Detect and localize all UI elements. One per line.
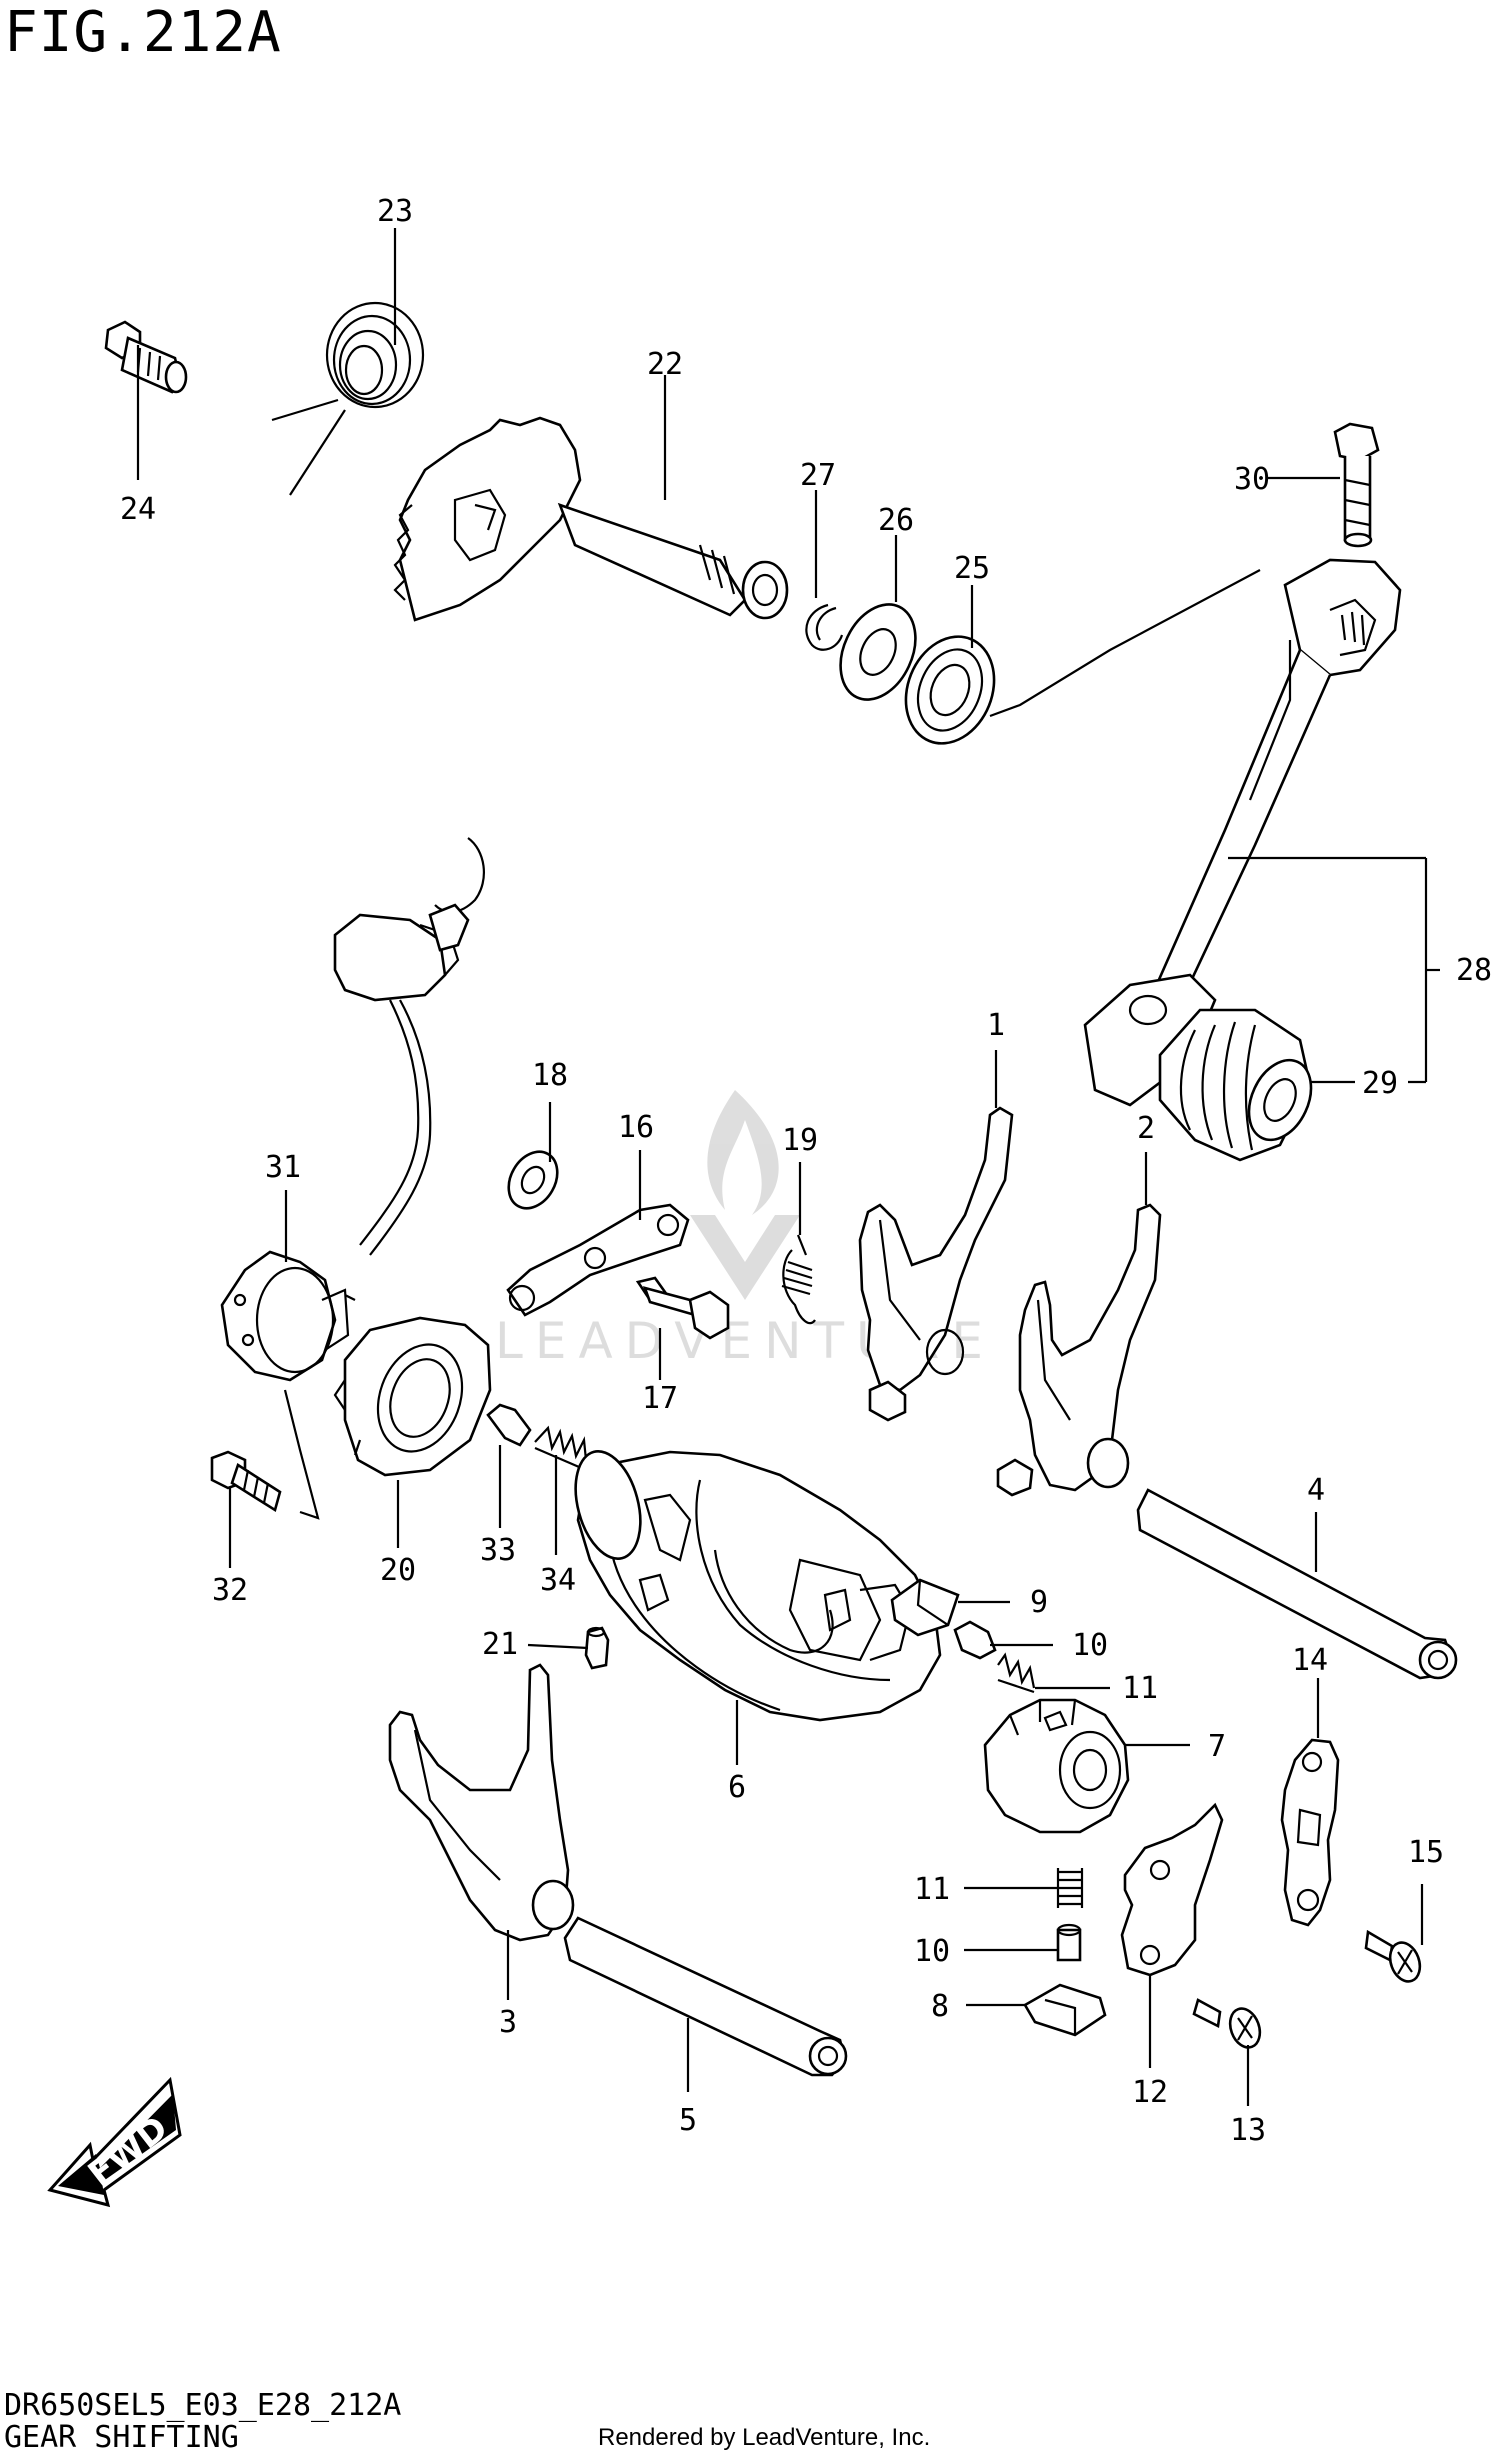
part-13-screw [1192, 1998, 1262, 2049]
part-17-bolt [635, 1276, 730, 1340]
shaft-center-line [989, 569, 1261, 718]
part-32-bolt [210, 1450, 282, 1513]
callout-29: 29 [1362, 1066, 1398, 1101]
part-18-washer [507, 1150, 559, 1210]
part-26-washer [839, 603, 917, 701]
part-8-pawl-guide-plate [1023, 1983, 1107, 2037]
part-25-oil-seal [904, 635, 996, 745]
callout-17: 17 [642, 1381, 678, 1416]
callout-30: 30 [1234, 462, 1270, 497]
callout-28: 28 [1456, 953, 1492, 988]
callout-8: 8 [931, 1989, 949, 2024]
callout-numbers: 1 2 3 4 5 6 7 8 9 10 10 11 11 12 13 14 1… [120, 194, 1492, 2148]
part-2-shift-fork [996, 1203, 1162, 1497]
callout-15: 15 [1408, 1835, 1444, 1870]
part-10-pin-upper [953, 1620, 997, 1660]
callout-25: 25 [954, 551, 990, 586]
part-22-gearshift-shaft [393, 416, 789, 622]
fwd-direction-badge: FWD [47, 2076, 182, 2208]
callout-4: 4 [1307, 1473, 1325, 1508]
part-11-spring-lower [1056, 1868, 1084, 1908]
part-4-fork-shaft [1136, 1488, 1458, 1680]
part-9-cam-stopper-plate [890, 1578, 960, 1637]
callout-31: 31 [265, 1150, 301, 1185]
callout-10-lower: 10 [914, 1934, 950, 1969]
callout-32: 32 [212, 1573, 248, 1608]
sensor-leader-dashed [283, 1389, 320, 1520]
part-23-spring [271, 301, 425, 496]
callout-16: 16 [618, 1110, 654, 1145]
part-28-gearshift-lever [1083, 558, 1402, 1107]
part-10-pin-lower [1056, 1923, 1082, 1962]
part-29-rubber [1158, 1008, 1313, 1162]
render-credit: Rendered by LeadVenture, Inc. [598, 2424, 931, 2451]
callout-9: 9 [1030, 1585, 1048, 1620]
part-27-circlip [805, 603, 844, 651]
callout-27: 27 [800, 458, 836, 493]
callout-1: 1 [987, 1008, 1005, 1043]
part-7-cam-drive-gear [983, 1698, 1130, 1834]
callout-13: 13 [1230, 2113, 1266, 2148]
callout-3: 3 [499, 2005, 517, 2040]
part-3-shift-fork [388, 1663, 575, 1942]
callout-5: 5 [679, 2103, 697, 2138]
part-16-stopper-arm [506, 1203, 690, 1317]
part-6-gearshift-cam [574, 1450, 942, 1722]
callout-26: 26 [878, 503, 914, 538]
callout-19: 19 [782, 1123, 818, 1158]
part-11-spring-upper [997, 1652, 1036, 1694]
callout-6: 6 [728, 1770, 746, 1805]
part-31-gear-position-switch [220, 837, 485, 1382]
callout-33: 33 [480, 1533, 516, 1568]
section-name: GEAR SHIFTING [4, 2420, 239, 2455]
leader-lines [136, 228, 1440, 2106]
callout-21: 21 [482, 1627, 518, 1662]
callout-11-upper: 11 [1122, 1671, 1158, 1706]
part-5-fork-shaft [563, 1916, 848, 2077]
part-15-screw [1364, 1929, 1422, 1983]
part-19-spring [781, 1234, 816, 1325]
callout-20: 20 [380, 1553, 416, 1588]
callout-2: 2 [1137, 1111, 1155, 1146]
callout-11-lower: 11 [914, 1872, 950, 1907]
callout-24: 24 [120, 492, 156, 527]
model-code: DR650SEL5_E03_E28_212A [4, 2388, 402, 2423]
part-24-bolt [104, 320, 188, 394]
callout-12: 12 [1132, 2075, 1168, 2110]
part-14-pawl-lifter-plate [1280, 1738, 1340, 1927]
callout-7: 7 [1208, 1729, 1226, 1764]
part-12-gearshift-pawl-plate [1120, 1802, 1224, 1977]
figure-title: FIG.212A [4, 0, 282, 65]
callout-23: 23 [377, 194, 413, 229]
part-34-spring [534, 1425, 588, 1472]
callout-14: 14 [1292, 1643, 1328, 1678]
part-21-pin [584, 1626, 610, 1670]
part-1-shift-fork [858, 1106, 1014, 1422]
callout-22: 22 [647, 347, 683, 382]
part-30-bolt [1333, 422, 1380, 548]
part-33-pin [486, 1403, 532, 1447]
callout-34: 34 [540, 1563, 576, 1598]
callout-10-upper: 10 [1072, 1628, 1108, 1663]
callout-18: 18 [532, 1058, 568, 1093]
part-20-plate [333, 1316, 492, 1477]
